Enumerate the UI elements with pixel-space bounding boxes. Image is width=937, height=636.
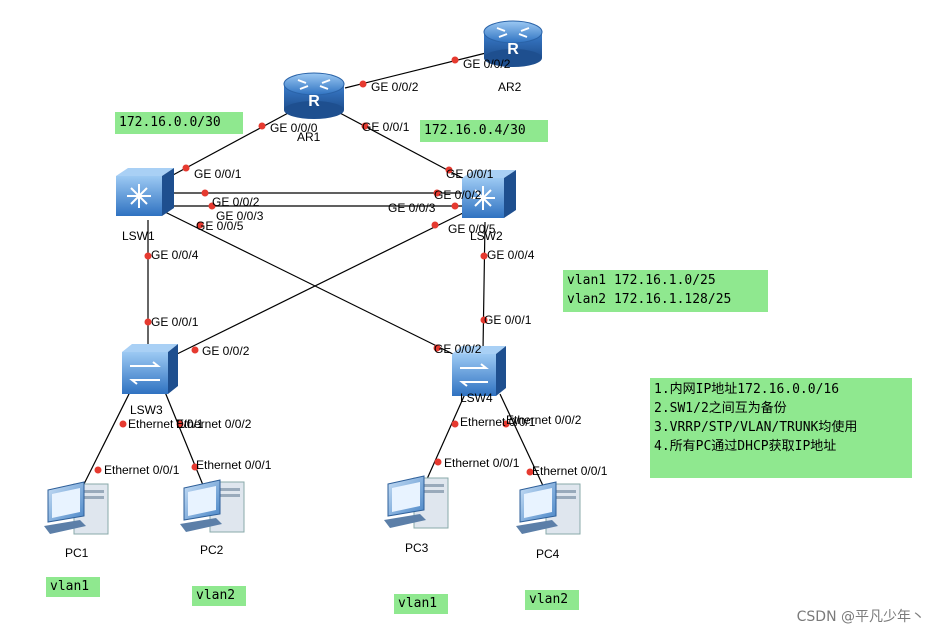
port-dot [359,80,367,88]
port-label: GE 0/0/4 [151,248,199,262]
router-ar1-icon[interactable]: R [283,72,345,119]
device-label-pc1: PC1 [65,546,89,560]
svg-text:R: R [308,93,320,110]
port-dot [433,344,441,352]
port-dot [201,189,209,197]
port-dot [451,56,459,64]
port-label: GE 0/0/5 [448,222,496,236]
svg-text:R: R [507,41,519,58]
device-label-pc3: PC3 [405,541,429,555]
port-label: GE 0/0/3 [216,209,264,223]
port-label: Ethernet 0/0/1 [196,458,272,472]
port-label: Ethernet 0/0/1 [532,464,608,478]
port-dot [191,346,199,354]
port-dot [191,463,199,471]
switch-lsw2-icon[interactable] [462,170,516,218]
subnet-label-left: 172.16.0.0/30 [115,112,243,134]
switch-lsw1-icon[interactable] [116,168,174,216]
port-label: GE 0/0/5 [196,219,244,233]
port-label: GE 0/0/1 [362,120,410,134]
port-label: GE 0/0/2 [434,342,482,356]
port-label: Ethernet 0/0/2 [506,413,582,427]
device-label-lsw1: LSW1 [122,229,155,243]
link-lsw4-pc4 [499,393,546,491]
port-label: Ethernet 0/0/1 [444,456,520,470]
device-label-lsw4: LSW4 [460,391,493,405]
link-lsw2-lsw4 [482,221,486,351]
port-dot [480,316,488,324]
port-dot [434,458,442,466]
device-label-pc4: PC4 [536,547,560,561]
port-dot [182,164,190,172]
device-label-lsw2: LSW2 [470,229,503,243]
pc1-icon[interactable] [44,481,109,535]
switch-lsw4-icon[interactable] [452,346,506,396]
link-lsw4-pc3 [422,393,466,489]
port-label: GE 0/0/1 [194,167,242,181]
port-dot [451,202,459,210]
pc4-vlan-badge: vlan2 [525,590,579,610]
router-ar2-icon[interactable]: R [483,20,543,67]
port-dot [361,122,369,130]
links [79,51,546,493]
device-label-ar1: AR1 [297,130,321,144]
port-dots [94,56,534,476]
port-label: GE 0/0/2 [212,195,260,209]
port-dot [208,202,216,210]
port-dot [526,468,534,476]
device-label-pc2: PC2 [200,543,224,557]
vlan-subnet-box: vlan1 172.16.1.0/25 vlan2 172.16.1.128/2… [563,270,768,312]
switch-lsw3-icon[interactable] [122,344,178,394]
link-ar1-ar2 [344,51,491,89]
port-dot [480,252,488,260]
link-lsw3-pc2 [164,391,206,491]
link-ar1-lsw1 [159,111,291,183]
port-dot [196,221,204,229]
port-label: GE 0/0/1 [484,313,532,327]
port-dot [94,466,102,474]
port-label: GE 0/0/0 [270,121,318,135]
port-label: GE 0/0/1 [446,167,494,181]
port-dot [431,221,439,229]
pc4-icon[interactable] [516,481,581,535]
port-label: GE 0/0/2 [371,80,419,94]
port-label: Ethernet 0/0/2 [176,417,252,431]
port-dot [258,122,266,130]
link-lsw1-lsw4 [164,211,456,356]
requirements-note: 1.内网IP地址172.16.0.0/16 2.SW1/2之间互为备份 3.VR… [650,378,912,478]
port-dot [502,420,510,428]
port-dot [144,252,152,260]
port-label: GE 0/0/1 [151,315,199,329]
port-label: Ethernet 0/0/1 [104,463,180,477]
port-dot [119,420,127,428]
pc3-icon[interactable] [384,475,449,529]
port-dot [451,420,459,428]
port-dot [176,420,184,428]
subnet-label-right: 172.16.0.4/30 [420,120,548,142]
port-label: GE 0/0/2 [434,188,482,202]
device-label-ar2: AR2 [498,80,522,94]
pc1-vlan-badge: vlan1 [46,577,100,597]
pc2-vlan-badge: vlan2 [192,586,246,606]
pc3-vlan-badge: vlan1 [394,594,448,614]
pc2-icon[interactable] [180,479,245,533]
port-label: GE 0/0/2 [202,344,250,358]
port-dot [144,318,152,326]
device-label-lsw3: LSW3 [130,403,163,417]
csdn-watermark: CSDN @平凡少年丶 [796,609,925,625]
port-dot [445,166,453,174]
port-label: GE 0/0/4 [487,248,535,262]
port-dot [433,189,441,197]
port-label: GE 0/0/2 [463,57,511,71]
port-label: Ethernet 0/0/1 [128,417,204,431]
link-lsw2-lsw3 [174,211,466,356]
port-label: Ethernet 0/0/1 [460,415,536,429]
link-lsw3-pc1 [79,391,131,493]
port-label: GE 0/0/3 [388,201,436,215]
